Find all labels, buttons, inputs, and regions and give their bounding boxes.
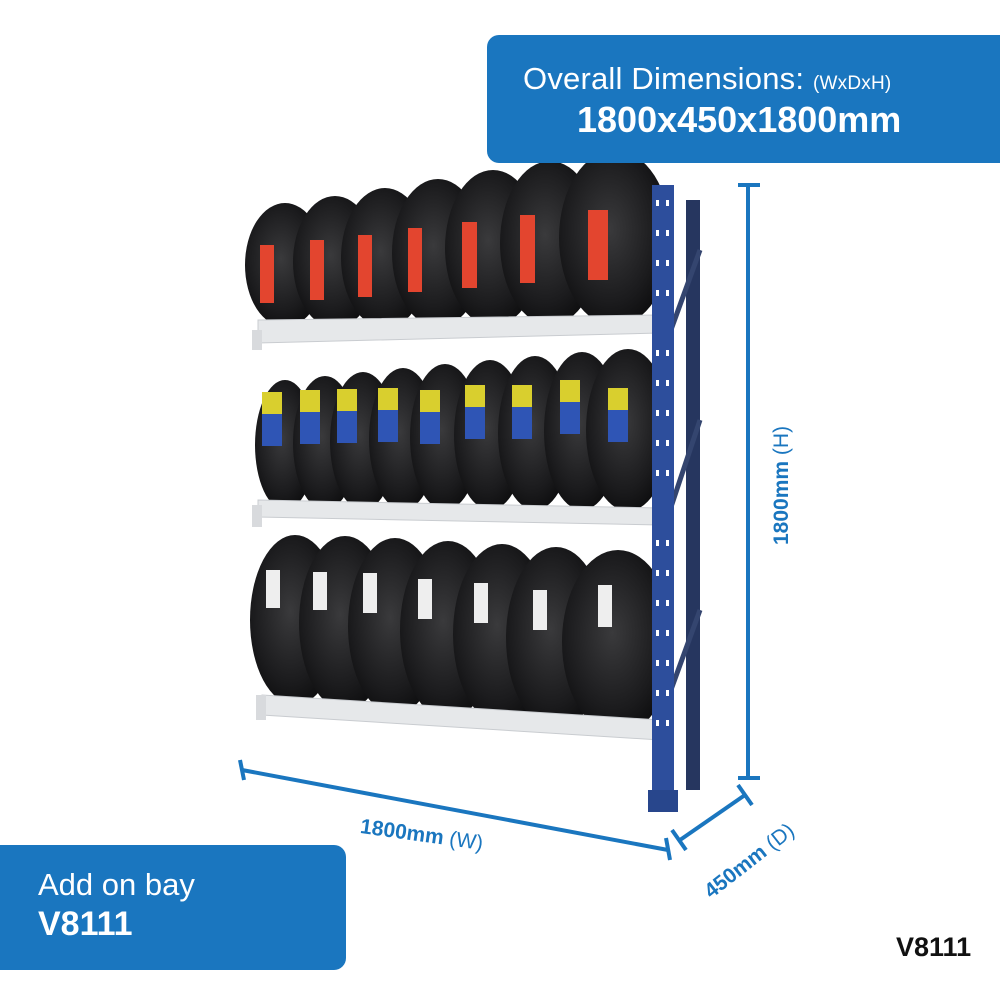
product-code: V8111 [896, 932, 972, 962]
dimensions-unit-hint: (WxDxH) [813, 73, 892, 94]
top-shelf-tyres [245, 150, 671, 328]
overall-dimensions-value: 1800x450x1800mm [577, 99, 902, 140]
width-line [241, 768, 669, 852]
width-axis: (W) [447, 827, 485, 855]
dimension-lines [238, 183, 760, 861]
height-axis: (H) [770, 425, 793, 456]
depth-line [678, 793, 747, 842]
add-on-bay-title: Add on bay [38, 867, 195, 902]
height-value: 1800mm [770, 460, 793, 545]
middle-shelf-tyres [255, 349, 670, 511]
overall-dimensions-banner: Overall Dimensions: (WxDxH) 1800x450x180… [487, 35, 1000, 163]
front-upright [652, 185, 674, 810]
overall-dimensions-title: Overall Dimensions: (WxDxH) [523, 61, 891, 97]
add-on-bay-code: V8111 [38, 905, 133, 943]
height-dimension-label: 1800mm (H) [770, 426, 794, 545]
add-on-bay-banner: Add on bay V8111 [0, 845, 346, 970]
dimensions-label: Overall Dimensions: [523, 61, 805, 96]
bottom-shelf-tyres [250, 535, 674, 734]
